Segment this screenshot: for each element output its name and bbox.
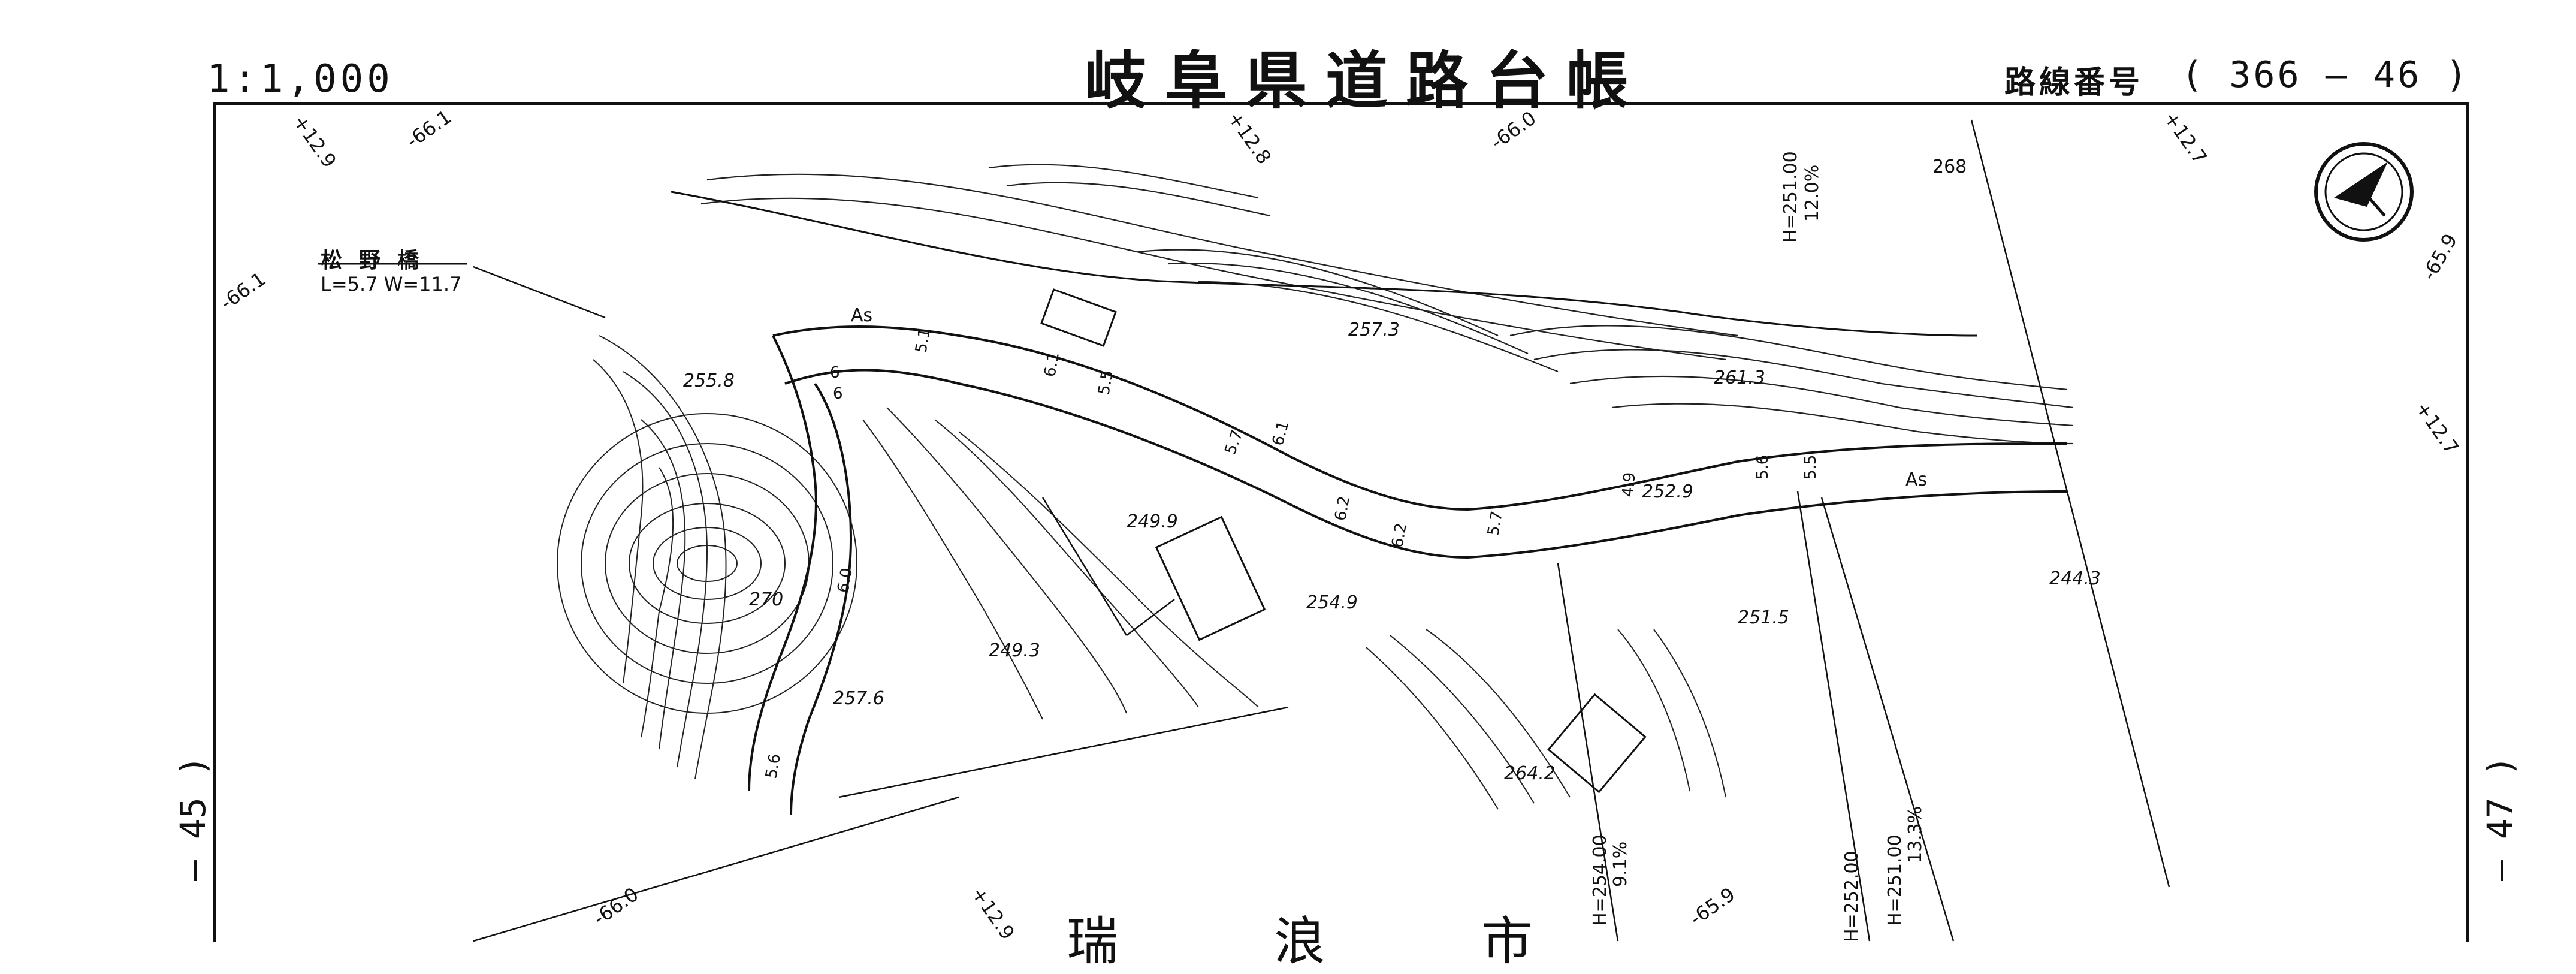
svg-text:264.2: 264.2 bbox=[1504, 763, 1556, 784]
boundary-lines bbox=[473, 119, 2170, 942]
hill-contours bbox=[557, 335, 1726, 810]
svg-text:4.9: 4.9 bbox=[1619, 472, 1639, 498]
svg-text:As: As bbox=[1905, 469, 1927, 490]
svg-text:6: 6 bbox=[833, 385, 843, 403]
svg-text:-65.9: -65.9 bbox=[1686, 883, 1740, 930]
svg-text:257.6: 257.6 bbox=[833, 688, 884, 709]
svg-text:H=251.00: H=251.00 bbox=[1780, 151, 1801, 243]
adjacent-sheet-right[interactable]: — 47 ) bbox=[2480, 755, 2520, 881]
route-number-label: 路線番号 bbox=[2004, 65, 2144, 101]
svg-text:5.1: 5.1 bbox=[912, 327, 934, 354]
svg-text:270: 270 bbox=[749, 589, 783, 610]
svg-text:13.3%: 13.3% bbox=[1905, 806, 1926, 863]
svg-text:5.5: 5.5 bbox=[1095, 369, 1117, 396]
elevation-labels: 257.3 261.3 255.8 252.9 244.3 249.9 254.… bbox=[683, 319, 2101, 784]
city-name: 瑞浪市 bbox=[1067, 912, 1689, 972]
svg-text:6.1: 6.1 bbox=[1041, 351, 1063, 378]
bridge-name: 松野橋 bbox=[321, 248, 436, 273]
svg-text:+12.7: +12.7 bbox=[2159, 107, 2211, 168]
buildings bbox=[1040, 288, 1647, 794]
svg-text:12.0%: 12.0% bbox=[1802, 165, 1823, 222]
svg-text:254.9: 254.9 bbox=[1306, 592, 1358, 613]
svg-text:6.2: 6.2 bbox=[1388, 521, 1411, 549]
creek bbox=[671, 191, 1978, 337]
svg-text:-65.9: -65.9 bbox=[2417, 230, 2462, 284]
svg-text:H=252.00: H=252.00 bbox=[1841, 851, 1862, 942]
svg-text:244.3: 244.3 bbox=[2049, 568, 2101, 589]
svg-text:-66.0: -66.0 bbox=[1487, 107, 1541, 154]
svg-text:6.1: 6.1 bbox=[1269, 419, 1293, 448]
svg-text:+12.8: +12.8 bbox=[1223, 107, 1275, 168]
svg-text:249.3: 249.3 bbox=[989, 640, 1040, 661]
svg-text:252.9: 252.9 bbox=[1642, 481, 1693, 502]
svg-text:257.3: 257.3 bbox=[1348, 319, 1400, 340]
svg-text:6.2: 6.2 bbox=[1331, 494, 1354, 522]
svg-text:5.5: 5.5 bbox=[1802, 455, 1820, 480]
svg-text:+12.7: +12.7 bbox=[2411, 397, 2463, 459]
svg-text:-66.0: -66.0 bbox=[589, 883, 643, 930]
svg-text:251.5: 251.5 bbox=[1738, 607, 1789, 628]
svg-text:6: 6 bbox=[830, 364, 840, 382]
svg-text:H=251.00: H=251.00 bbox=[1885, 834, 1905, 926]
contour-lines bbox=[700, 164, 2074, 445]
adjacent-sheet-left[interactable]: — 45 ) bbox=[173, 755, 213, 881]
svg-text:5.6: 5.6 bbox=[762, 752, 784, 780]
svg-text:249.9: 249.9 bbox=[1127, 511, 1178, 532]
map-drawing: +12.9 -66.1 +12.8 -66.0 +12.7 -65.9 -66.… bbox=[216, 105, 2463, 942]
map-frame bbox=[213, 102, 2469, 942]
svg-text:261.3: 261.3 bbox=[1714, 367, 1765, 388]
svg-text:5.6: 5.6 bbox=[1754, 455, 1772, 480]
surface-labels: As As bbox=[851, 305, 1927, 490]
svg-text:6.0: 6.0 bbox=[834, 566, 856, 594]
svg-text:-66.1: -66.1 bbox=[402, 105, 456, 153]
north-arrow-icon bbox=[2314, 142, 2414, 242]
sheet-title: 岐阜県道路台帳 bbox=[1085, 44, 1647, 117]
map-scale: 1:1,000 bbox=[207, 57, 394, 101]
gradient-labels: H=251.00 12.0% H=254.00 9.1% H=252.00 H=… bbox=[1590, 151, 1926, 942]
svg-text:5.7: 5.7 bbox=[1484, 509, 1506, 537]
route-number: ( 366 — 46 ) bbox=[2181, 54, 2470, 96]
road-outline bbox=[748, 325, 2068, 816]
svg-text:H=254.00: H=254.00 bbox=[1590, 834, 1611, 926]
svg-text:+12.9: +12.9 bbox=[288, 111, 340, 172]
svg-text:9.1%: 9.1% bbox=[1610, 842, 1631, 887]
road-width-labels: 5.1 6.1 5.5 5.7 6.2 6.2 5.7 4.9 5.6 5.5 … bbox=[762, 327, 1820, 780]
parcel-number: 268 bbox=[1932, 156, 1967, 177]
grid-labels: +12.9 -66.1 +12.8 -66.0 +12.7 -65.9 -66.… bbox=[216, 105, 2463, 942]
svg-text:255.8: 255.8 bbox=[683, 370, 735, 391]
bridge-dimensions: L=5.7 W=11.7 bbox=[321, 273, 462, 295]
svg-text:As: As bbox=[851, 305, 872, 326]
road-ledger-map-sheet: 1:1,000 岐阜県道路台帳 路線番号 ( 366 — 46 ) bbox=[173, 44, 2520, 972]
svg-text:+12.9: +12.9 bbox=[967, 883, 1019, 942]
svg-text:-66.1: -66.1 bbox=[216, 267, 270, 315]
